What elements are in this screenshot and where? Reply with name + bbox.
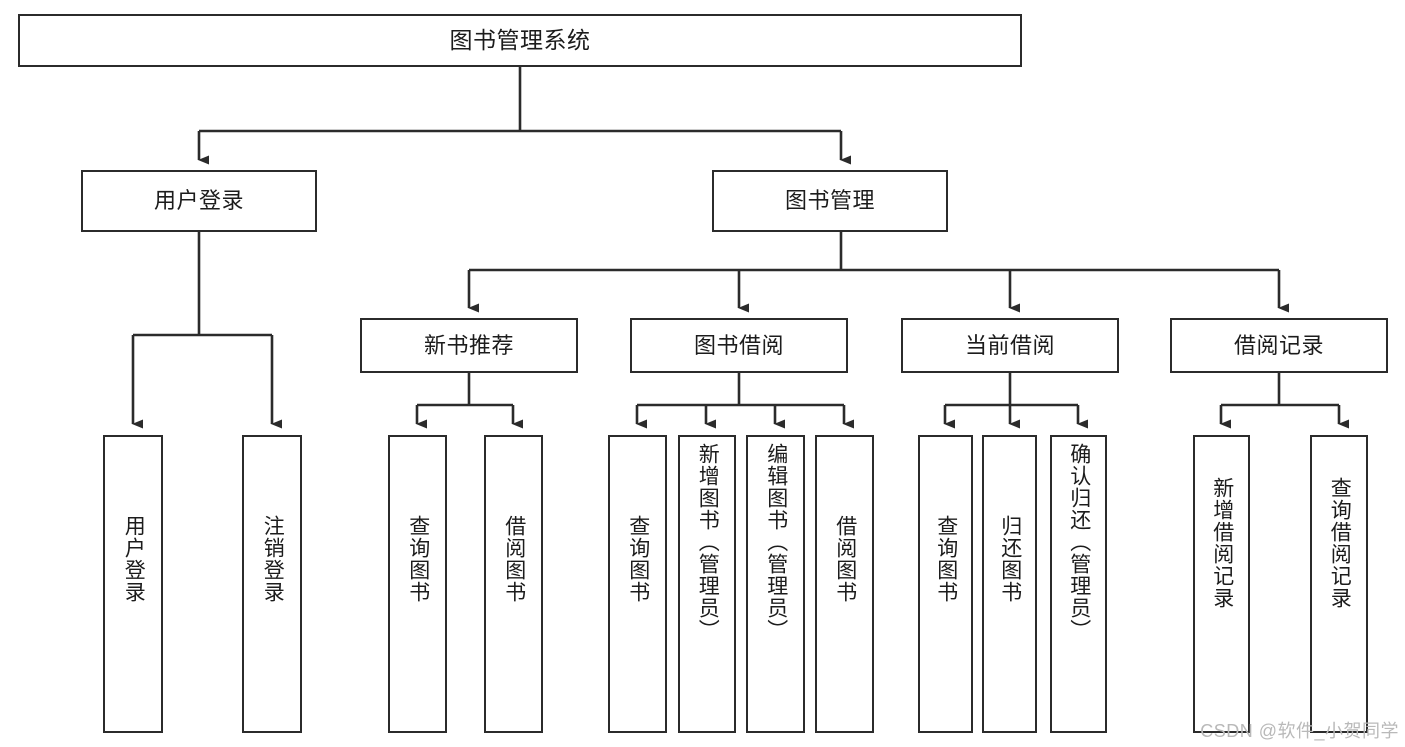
leaf-user-login[interactable]: 用户登录: [103, 435, 163, 733]
leaf-borrow-book-recommend[interactable]: 借阅图书: [484, 435, 543, 733]
node-label: 借阅图书: [502, 515, 526, 603]
node-label: 查询图书: [934, 515, 958, 603]
node-label: 查询图书: [626, 515, 650, 603]
node-label: 用户登录: [122, 515, 146, 603]
leaf-confirm-return-admin[interactable]: 确认归还（管理员）: [1050, 435, 1107, 733]
leaf-return-book[interactable]: 归还图书: [982, 435, 1037, 733]
node-book-management[interactable]: 图书管理: [712, 170, 948, 232]
node-label: 用户登录: [153, 188, 244, 214]
node-label: 归还图书: [998, 515, 1022, 603]
node-label: 查询借阅记录: [1328, 477, 1352, 609]
node-current-borrow[interactable]: 当前借阅: [901, 318, 1119, 373]
leaf-query-book[interactable]: 查询图书: [608, 435, 667, 733]
node-label: 借阅图书: [833, 515, 857, 603]
leaf-borrow-book[interactable]: 借阅图书: [815, 435, 874, 733]
node-label: 编辑图书（管理员）: [764, 443, 788, 641]
leaf-query-borrow-record[interactable]: 查询借阅记录: [1310, 435, 1368, 733]
node-label: 新增图书（管理员）: [696, 443, 720, 641]
node-borrow-record[interactable]: 借阅记录: [1170, 318, 1388, 373]
node-label: 新增借阅记录: [1210, 477, 1234, 609]
leaf-add-book-admin[interactable]: 新增图书（管理员）: [678, 435, 736, 733]
node-label: 查询图书: [406, 515, 430, 603]
leaf-edit-book-admin[interactable]: 编辑图书（管理员）: [746, 435, 805, 733]
leaf-add-borrow-record[interactable]: 新增借阅记录: [1193, 435, 1250, 733]
watermark: CSDN @软件_小贺同学: [1200, 721, 1399, 741]
node-label: 确认归还（管理员）: [1067, 443, 1091, 641]
leaf-user-logout[interactable]: 注销登录: [242, 435, 302, 733]
leaf-query-book-recommend[interactable]: 查询图书: [388, 435, 447, 733]
node-label: 新书推荐: [423, 332, 514, 358]
node-label: 图书管理: [784, 188, 875, 214]
node-label: 图书借阅: [693, 332, 784, 358]
node-book-borrow[interactable]: 图书借阅: [630, 318, 848, 373]
node-user-login[interactable]: 用户登录: [81, 170, 317, 232]
node-label: 注销登录: [261, 515, 285, 603]
node-root-book-management-system[interactable]: 图书管理系统: [18, 14, 1022, 67]
node-label: 图书管理系统: [449, 27, 591, 54]
node-new-book-recommend[interactable]: 新书推荐: [360, 318, 578, 373]
node-label: 借阅记录: [1233, 332, 1324, 358]
leaf-query-book-current[interactable]: 查询图书: [918, 435, 973, 733]
node-label: 当前借阅: [964, 332, 1055, 358]
